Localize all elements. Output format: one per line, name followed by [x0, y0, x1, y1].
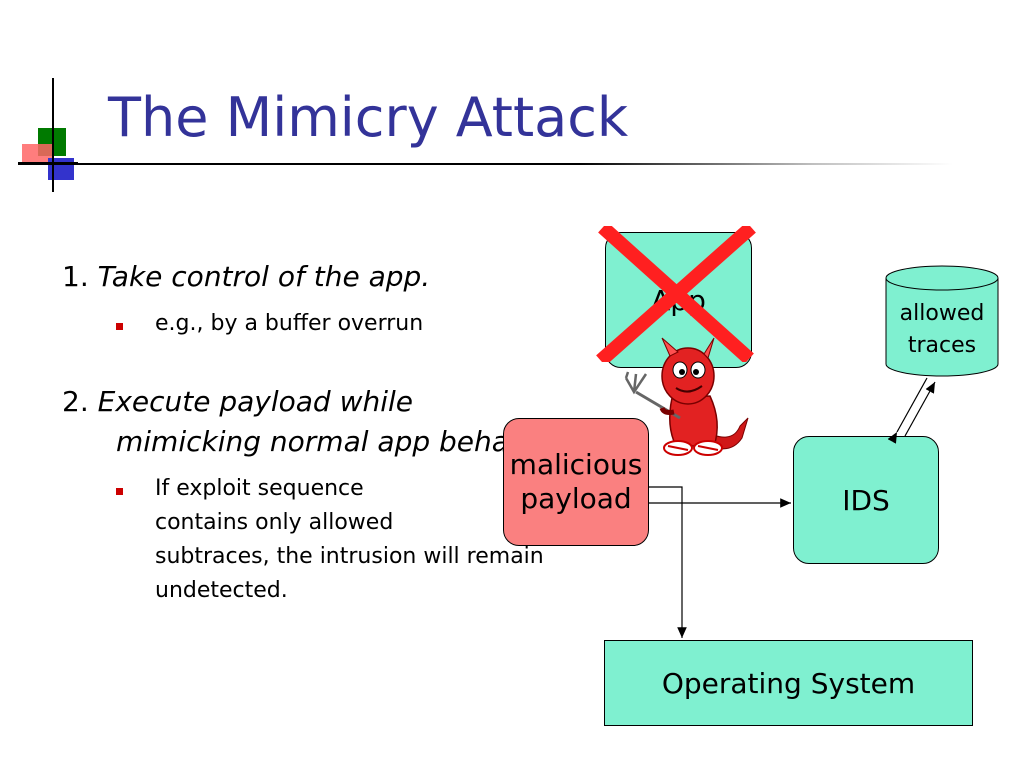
arrow-payload-to-os — [649, 486, 687, 638]
item-1: 1. Take control of the app. — [62, 260, 430, 293]
item-2-text-line1: Execute payload while — [97, 385, 414, 418]
item-2-text-line2: mimicking normal app behavior — [116, 425, 562, 458]
malicious-line: malicious — [509, 448, 643, 481]
arrow-traces-to-ids — [887, 377, 928, 444]
item-1-number: 1. — [62, 260, 89, 293]
item-2-number: 2. — [62, 385, 89, 418]
allowed-traces-label: allowed traces — [886, 298, 998, 362]
item-2-subbullet: If exploit sequence contains only allowe… — [155, 472, 544, 608]
item-2: 2. Execute payload while — [62, 385, 413, 418]
operating-system-box: Operating System — [604, 640, 973, 726]
subbullet-line: contains only allowed — [155, 510, 394, 535]
ids-box: IDS — [793, 436, 939, 564]
item-1-subbullet: e.g., by a buffer overrun — [155, 311, 424, 336]
arrow-ids-to-traces — [904, 381, 936, 437]
item-2-line2: mimicking normal app behavior — [116, 425, 562, 458]
subbullet-line: subtraces, the intrusion will remain — [155, 544, 544, 569]
cross-out-icon — [596, 226, 756, 362]
malicious-payload-box: malicious payload — [503, 418, 649, 546]
ids-label: IDS — [842, 483, 890, 517]
traces-line: allowed — [899, 301, 985, 326]
slide-corner-decoration — [18, 78, 78, 192]
malicious-line: payload — [520, 482, 632, 515]
allowed-traces-database-icon — [885, 265, 999, 377]
bullet-square-icon — [116, 323, 123, 330]
subbullet-line: If exploit sequence — [155, 476, 364, 501]
traces-line: traces — [907, 333, 977, 358]
title-divider — [18, 163, 953, 165]
os-label: Operating System — [661, 666, 916, 700]
bullet-square-icon — [116, 488, 123, 495]
devil-mascot-icon — [624, 337, 749, 456]
slide-title: The Mimicry Attack — [108, 86, 629, 149]
item-1-text: Take control of the app. — [97, 260, 431, 293]
subbullet-line: undetected. — [155, 578, 288, 603]
